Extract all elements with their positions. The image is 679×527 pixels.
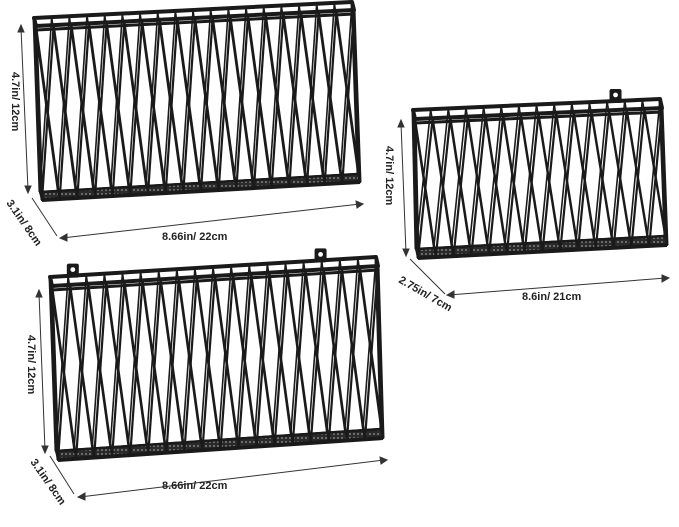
basket-1-depth-label: 3.1in/ 8cm (4, 198, 44, 249)
basket-right (411, 88, 669, 260)
basket-3-depth-label: 3.1in/ 8cm (28, 457, 68, 508)
basket-1-width-label: 8.66in/ 22cm (162, 231, 228, 243)
basket-1-height-label: 4.7in/ 12cm (9, 72, 21, 132)
dimension-lines (17, 23, 671, 501)
basket-2-height-label: 4.7in/ 12cm (383, 146, 395, 206)
basket-top-left (32, 0, 362, 202)
basket-2-width-label: 8.6in/ 21cm (522, 291, 582, 303)
basket-2-depth-label: 2.75in/ 7cm (397, 274, 455, 314)
basket-3-height-label: 4.7in/ 12cm (25, 335, 37, 395)
basket-3-width-label: 8.66in/ 22cm (162, 480, 228, 492)
basket-bottom-left (48, 248, 385, 462)
